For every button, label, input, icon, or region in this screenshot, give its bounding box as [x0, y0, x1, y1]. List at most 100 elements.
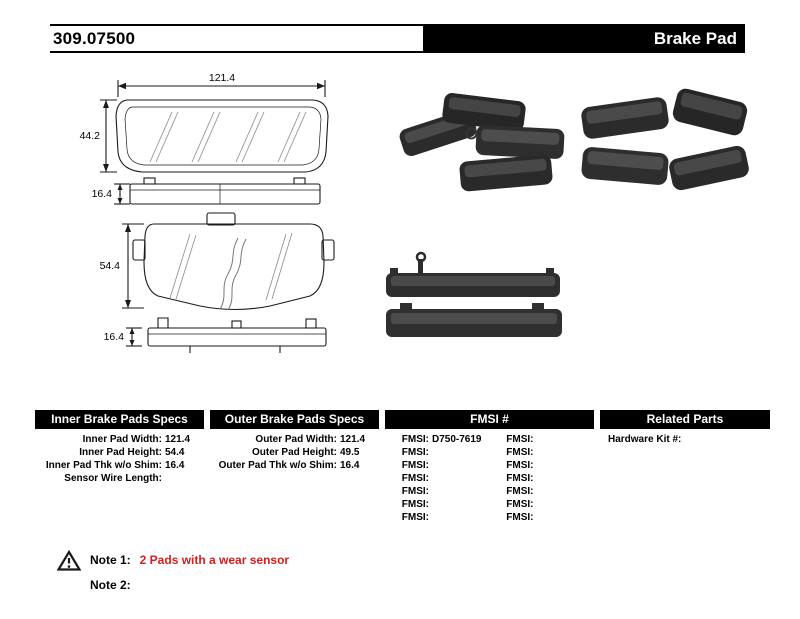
- spec-row: Inner Pad Thk w/o Shim: 16.4: [35, 460, 204, 471]
- pad-photo-group-left: [399, 93, 565, 192]
- spec-label: Outer Pad Height:: [251, 447, 337, 458]
- note1-text: 2 Pads with a wear sensor: [139, 553, 290, 567]
- inner-pad-drawing: [132, 212, 335, 311]
- spec-row: Outer Pad Width: 121.4: [210, 434, 379, 445]
- fmsi-label: FMSI:: [401, 460, 429, 471]
- fmsi-label: FMSI:: [401, 473, 429, 484]
- pad-photo-3: [465, 125, 565, 159]
- fmsi-row: FMSI:: [490, 473, 595, 484]
- fmsi-label: FMSI:: [506, 460, 534, 471]
- dim-thk1-lines: [114, 183, 130, 205]
- fmsi-row: FMSI:: [490, 447, 595, 458]
- pad-side-view-1: [129, 177, 321, 205]
- note1-label: Note 1:: [90, 553, 131, 567]
- fmsi-value: [534, 512, 595, 523]
- technical-drawing: 121.4 44.2 16.4 54.4 16.4: [80, 72, 335, 353]
- fmsi-value: [534, 486, 595, 497]
- outer-specs-column: Outer Brake Pads Specs Outer Pad Width: …: [210, 410, 379, 523]
- pad-photo-8: [669, 145, 749, 191]
- dim-height1-label: 44.2: [80, 130, 101, 142]
- spec-label: Inner Pad Height:: [79, 447, 162, 458]
- spec-value: 121.4: [165, 434, 191, 445]
- fmsi-row: FMSI:: [385, 512, 490, 523]
- spec-value: 16.4: [165, 460, 185, 471]
- fmsi-row: FMSI:: [490, 499, 595, 510]
- part-number: 309.07500: [53, 28, 136, 48]
- related-row: Hardware Kit #:: [600, 434, 770, 445]
- fmsi-row: FMSI: D750-7619: [385, 434, 490, 445]
- page-title: Brake Pad: [423, 26, 745, 51]
- spec-row: Inner Pad Width: 121.4: [35, 434, 204, 445]
- pad-photo-7: [581, 147, 669, 185]
- spec-label: Sensor Wire Length:: [64, 473, 162, 484]
- fmsi-value: [429, 512, 490, 523]
- fmsi-value: [429, 447, 490, 458]
- dim-width-lines: [117, 80, 326, 97]
- fmsi-subcolumn-2: FMSI: FMSI: FMSI: FMSI:: [490, 434, 595, 523]
- pad-photo-6: [672, 88, 748, 136]
- pad-photo-2: [442, 93, 526, 131]
- fmsi-value: [534, 460, 595, 471]
- page-header: 309.07500 Brake Pad: [50, 24, 745, 53]
- fmsi-label: FMSI:: [401, 434, 429, 445]
- notes-section: Note 1: 2 Pads with a wear sensor Note 2…: [57, 549, 289, 599]
- outer-specs-header: Outer Brake Pads Specs: [210, 410, 379, 429]
- dim-height1-lines: [100, 99, 117, 173]
- fmsi-label: FMSI:: [506, 512, 534, 523]
- pad-photo-10: [386, 303, 562, 337]
- spec-value: [162, 473, 204, 484]
- dim-width-label: 121.4: [209, 72, 235, 84]
- fmsi-value: [534, 447, 595, 458]
- fmsi-row: FMSI:: [490, 512, 595, 523]
- product-photos: [386, 88, 749, 337]
- spec-label: Outer Pad Thk w/o Shim:: [218, 460, 337, 471]
- spec-value: 121.4: [340, 434, 366, 445]
- fmsi-subcolumn-1: FMSI: D750-7619 FMSI: FMSI: FMSI:: [385, 434, 490, 523]
- spec-value: 54.4: [165, 447, 185, 458]
- spec-value: 16.4: [340, 460, 360, 471]
- fmsi-value: D750-7619: [432, 434, 482, 445]
- pad-photo-group-bottom: [386, 251, 562, 337]
- inner-specs-header: Inner Brake Pads Specs: [35, 410, 204, 429]
- spec-row: Outer Pad Height: 49.5: [210, 447, 379, 458]
- fmsi-row: FMSI:: [385, 460, 490, 471]
- fmsi-label: FMSI:: [401, 486, 429, 497]
- pad-branding-hatch: [149, 111, 307, 163]
- pad-photo-5: [581, 97, 669, 139]
- pad-branding-hatch: [169, 232, 293, 301]
- related-parts-column: Related Parts Hardware Kit #:: [600, 410, 770, 523]
- fmsi-value: [429, 460, 490, 471]
- related-label: Hardware Kit #:: [608, 434, 682, 445]
- fmsi-column: FMSI # FMSI: D750-7619 FMSI: FMSI:: [385, 410, 594, 523]
- fmsi-label: FMSI:: [506, 499, 534, 510]
- fmsi-label: FMSI:: [506, 473, 534, 484]
- fmsi-label: FMSI:: [506, 486, 534, 497]
- fmsi-value: [534, 434, 595, 445]
- note-1: Note 1: 2 Pads with a wear sensor: [57, 549, 289, 571]
- fmsi-label: FMSI:: [506, 447, 534, 458]
- fmsi-label: FMSI:: [506, 434, 534, 445]
- note-2: Note 2:: [90, 574, 289, 596]
- pad-photo-group-right: [581, 88, 749, 191]
- warning-icon: [57, 549, 81, 571]
- pad-side-view-2: [147, 317, 327, 353]
- dim-thk2-label: 16.4: [104, 331, 125, 343]
- fmsi-value: [534, 473, 595, 484]
- spec-label: Inner Pad Width:: [82, 434, 162, 445]
- fmsi-row: FMSI:: [385, 499, 490, 510]
- dim-thk2-lines: [126, 327, 142, 347]
- fmsi-row: FMSI:: [385, 486, 490, 497]
- dim-thk1-label: 16.4: [92, 188, 113, 200]
- fmsi-value: [429, 486, 490, 497]
- fmsi-row: FMSI:: [385, 447, 490, 458]
- pad-photo-4: [459, 154, 553, 192]
- spec-row: Outer Pad Thk w/o Shim: 16.4: [210, 460, 379, 471]
- fmsi-value: [429, 499, 490, 510]
- outer-pad-drawing: [115, 99, 329, 173]
- fmsi-label: FMSI:: [401, 447, 429, 458]
- dim-height2-lines: [122, 223, 144, 309]
- fmsi-row: FMSI:: [490, 486, 595, 497]
- fmsi-label: FMSI:: [401, 499, 429, 510]
- fmsi-row: FMSI:: [490, 434, 595, 445]
